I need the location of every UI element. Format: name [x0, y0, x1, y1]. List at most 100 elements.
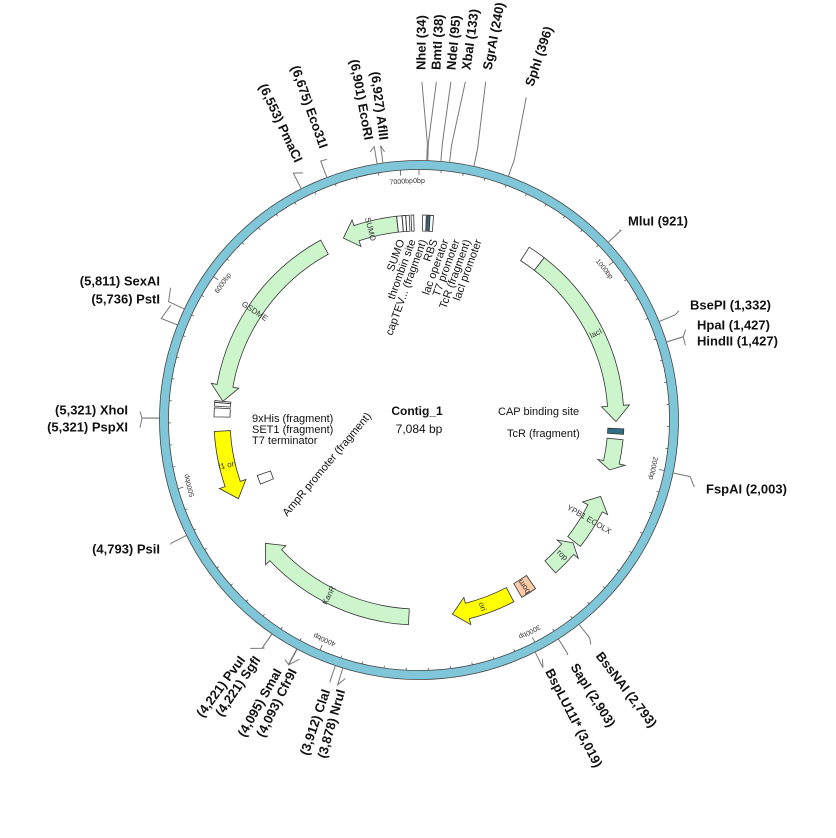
tick-mark	[356, 177, 358, 180]
site-label: HindII (1,427)	[697, 333, 778, 348]
site-leader-line	[292, 172, 304, 189]
feature-arrow	[213, 430, 247, 500]
feature-label: 9xHis (fragment)	[252, 413, 333, 425]
site-leader-line	[380, 145, 385, 164]
site-label: BmtI (38)	[428, 14, 446, 70]
tick-mark	[471, 662, 473, 665]
feature-arrow	[544, 539, 580, 574]
tick-mark	[587, 601, 590, 605]
tick-label: 4000bp	[313, 631, 337, 647]
site-leader-line	[427, 81, 437, 161]
tick-label: 2000bp	[647, 456, 659, 480]
site-leader-line	[666, 329, 687, 343]
tick-mark	[299, 638, 302, 641]
ring-outer-edge	[159, 160, 679, 680]
tick-label: 6000bp	[214, 272, 233, 295]
site-leader-line	[672, 472, 695, 488]
tick-mark	[658, 469, 665, 471]
site-label: BsePI (1,332)	[690, 297, 771, 312]
site-label: (5,811) SexAI	[80, 273, 160, 288]
tick-mark	[177, 486, 184, 489]
site-leader-line	[160, 304, 178, 326]
site-leader-line	[666, 336, 686, 346]
site-leader-line	[440, 81, 452, 162]
tick-mark	[216, 566, 220, 569]
tick-mark	[645, 318, 649, 320]
site-leader-line	[369, 145, 378, 164]
tick-mark	[275, 214, 278, 217]
feature-arrow	[596, 437, 627, 471]
tick-mark	[258, 227, 261, 230]
tick-mark	[616, 569, 620, 572]
feature-label: SET1 (fragment)	[252, 424, 333, 436]
feature-arrow	[451, 587, 515, 626]
site-leader-line	[578, 624, 592, 645]
feature-arrow	[342, 215, 399, 248]
tick-label: 0bp	[413, 178, 425, 185]
feature-box	[421, 214, 427, 232]
tick-mark	[184, 508, 188, 511]
tick-mark	[562, 216, 566, 219]
tick-mark	[602, 586, 606, 589]
site-leader-line	[336, 667, 346, 687]
site-leader-line	[658, 310, 680, 322]
site-label: HpaI (1,427)	[697, 317, 770, 332]
feature-box	[256, 470, 274, 485]
site-leader-line	[284, 648, 298, 666]
tick-mark	[640, 531, 643, 534]
tick-mark	[182, 335, 186, 337]
tick-mark	[504, 184, 507, 188]
map-title: Contig_1	[391, 404, 443, 418]
site-leader-line	[168, 287, 185, 310]
tick-mark	[629, 550, 632, 553]
tick-mark	[319, 644, 323, 651]
tick-mark	[340, 655, 342, 659]
feature-box	[428, 214, 434, 232]
tick-mark	[570, 615, 573, 619]
tick-label: 3000bp	[517, 623, 541, 640]
tick-mark	[544, 203, 547, 207]
tick-mark	[245, 599, 249, 602]
feature-box	[607, 427, 625, 435]
tick-mark	[653, 338, 657, 341]
tick-mark	[552, 628, 555, 632]
tick-mark	[492, 656, 495, 660]
tick-mark	[635, 298, 639, 301]
tick-mark	[656, 491, 660, 493]
site-leader-line	[507, 97, 527, 177]
feature-box	[513, 574, 537, 598]
tick-mark	[596, 244, 599, 248]
feature-label: T7 terminator	[252, 435, 318, 447]
site-label: (4,793) PsiI	[92, 541, 160, 556]
site-leader-line	[139, 417, 160, 428]
feature-box	[410, 214, 415, 232]
feature-label: CAP binding site	[498, 406, 579, 418]
tick-label: 5000bp	[183, 473, 196, 497]
tick-label: 1000bp	[594, 258, 614, 281]
site-leader-line	[473, 81, 487, 167]
ring-band	[159, 160, 679, 680]
tick-mark	[580, 229, 583, 233]
tick-mark	[262, 613, 265, 617]
tick-mark	[531, 637, 536, 643]
site-label: BspLU11I* (3,019)	[542, 666, 605, 770]
site-leader-line	[250, 633, 273, 649]
feature-arrow-label: f1 ori	[218, 459, 238, 472]
backbone-ring	[159, 160, 679, 680]
site-leader-line	[449, 81, 466, 163]
tick-mark	[213, 276, 219, 281]
feature-arrow	[567, 495, 609, 547]
tick-label: 7000bp	[389, 178, 413, 187]
tick-mark	[280, 626, 283, 630]
site-leader-line	[607, 229, 623, 243]
tick-mark	[226, 258, 230, 261]
tick-mark	[314, 192, 317, 195]
site-leader-line	[557, 638, 569, 656]
site-label: NheI (34)	[413, 15, 428, 70]
tick-mark	[649, 511, 652, 514]
feature-box	[520, 246, 545, 271]
site-label: (5,321) PspXI	[47, 419, 128, 434]
feature-box	[213, 407, 231, 418]
tick-mark	[483, 178, 486, 181]
tick-mark	[241, 242, 245, 245]
